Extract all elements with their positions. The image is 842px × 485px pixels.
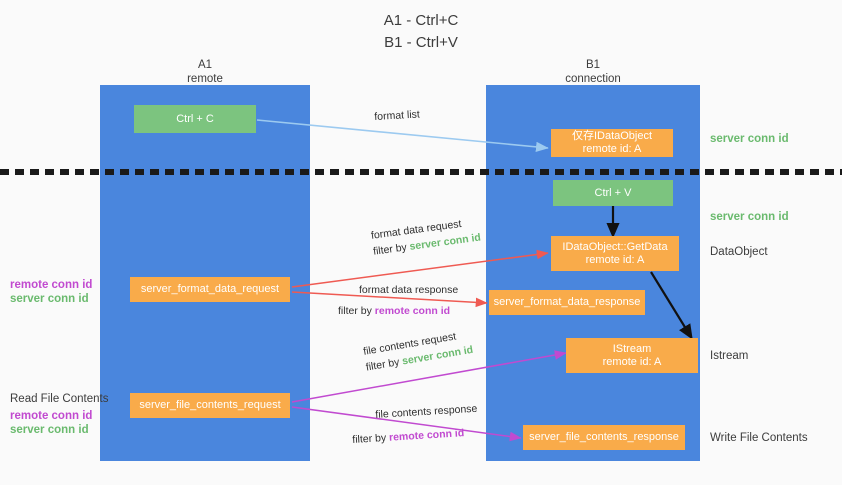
annotation-remote-conn-id-2: remote conn id xyxy=(10,410,93,422)
title-line-1: A1 - Ctrl+C xyxy=(383,12,459,29)
lane-b1-subtitle: connection xyxy=(565,73,621,86)
node-ctrl-c[interactable]: Ctrl + C xyxy=(134,105,256,133)
phase-separator-dashed-line xyxy=(0,169,842,175)
node-server-format-data-request-label: server_format_data_request xyxy=(140,283,280,296)
annotation-server-conn-id-2: server conn id xyxy=(10,424,89,436)
node-server-format-data-request[interactable]: server_format_data_request xyxy=(130,277,290,302)
node-idataobject[interactable]: 仅存IDataObject remote id: A xyxy=(551,129,673,157)
annotation-server-conn-id-1: server conn id xyxy=(10,293,89,305)
node-server-file-contents-response[interactable]: server_file_contents_response xyxy=(523,425,685,450)
node-getdata[interactable]: IDataObject::GetData remote id: A xyxy=(551,236,679,271)
diagram-title: A1 - Ctrl+C B1 - Ctrl+V xyxy=(0,10,842,54)
caption-format-list: format list xyxy=(374,108,421,123)
caption-format-data-response-filter: filter by remote conn id xyxy=(338,305,451,317)
lane-a1-title: A1 remote xyxy=(100,58,310,87)
caption-file-contents-response-filter: filter by remote conn id xyxy=(352,427,465,446)
caption-file-contents-response: file contents response xyxy=(375,402,478,421)
node-server-file-contents-response-label: server_file_contents_response xyxy=(529,431,679,444)
lane-b1-name: B1 xyxy=(585,59,601,71)
title-line-2: B1 - Ctrl+V xyxy=(384,33,458,51)
annotation-read-file-contents: Read File Contents xyxy=(10,393,109,405)
node-ctrl-c-label: Ctrl + C xyxy=(176,112,214,125)
node-ctrl-v-label: Ctrl + V xyxy=(594,186,632,199)
node-istream-line1: IStream xyxy=(612,342,652,355)
annotation-server-conn-id-mid: server conn id xyxy=(710,211,789,223)
node-istream[interactable]: IStream remote id: A xyxy=(566,338,698,373)
annotation-remote-conn-id-1: remote conn id xyxy=(10,279,93,291)
node-server-format-data-response[interactable]: server_format_data_response xyxy=(489,290,645,315)
node-idataobject-line1: 仅存IDataObject xyxy=(571,130,653,143)
node-getdata-line2: remote id: A xyxy=(585,253,645,266)
node-server-file-contents-request-label: server_file_contents_request xyxy=(139,399,281,412)
caption-file-contents-request: file contents request filter by server c… xyxy=(362,330,475,374)
node-server-file-contents-request[interactable]: server_file_contents_request xyxy=(130,393,290,418)
lane-a1-subtitle: remote xyxy=(187,73,223,86)
node-getdata-line1: IDataObject::GetData xyxy=(562,240,668,253)
node-ctrl-v[interactable]: Ctrl + V xyxy=(553,180,673,206)
caption-format-data-request: format data request filter by server con… xyxy=(370,217,482,258)
annotation-server-conn-id-top: server conn id xyxy=(710,133,789,145)
node-idataobject-line2: remote id: A xyxy=(582,143,642,155)
annotation-write-file-contents: Write File Contents xyxy=(710,432,808,444)
node-istream-line2: remote id: A xyxy=(602,355,662,368)
node-server-format-data-response-label: server_format_data_response xyxy=(493,296,641,309)
lane-a1-name: A1 xyxy=(197,59,213,71)
lane-b1-title: B1 connection xyxy=(486,58,700,87)
caption-format-data-response: format data response xyxy=(359,284,459,296)
annotation-istream: Istream xyxy=(710,350,749,362)
annotation-dataobject: DataObject xyxy=(710,246,768,258)
